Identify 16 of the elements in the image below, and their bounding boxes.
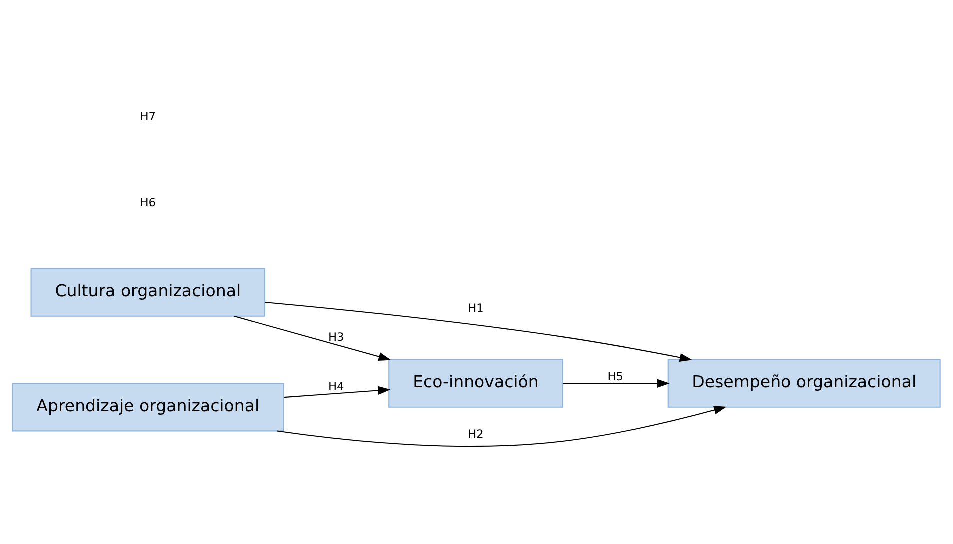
arrow [284, 386, 391, 398]
edge-label: H4 [328, 380, 344, 394]
edge-label: H5 [608, 369, 624, 384]
label: H7 [140, 110, 156, 124]
node-box: Cultura organizacional [30, 268, 266, 317]
edge-label: H3 [328, 330, 344, 344]
label: H6 [140, 196, 156, 210]
node-box: Eco-innovación [388, 359, 564, 408]
node-box: Desempeño organizacional [668, 359, 941, 408]
arrow [563, 379, 670, 388]
node-box: Aprendizaje organizacional [12, 383, 284, 432]
arrow [265, 302, 692, 362]
edge-label: H2 [468, 427, 484, 442]
edge-label: H1 [468, 301, 484, 316]
arrow [234, 316, 392, 362]
arrow [277, 406, 727, 448]
